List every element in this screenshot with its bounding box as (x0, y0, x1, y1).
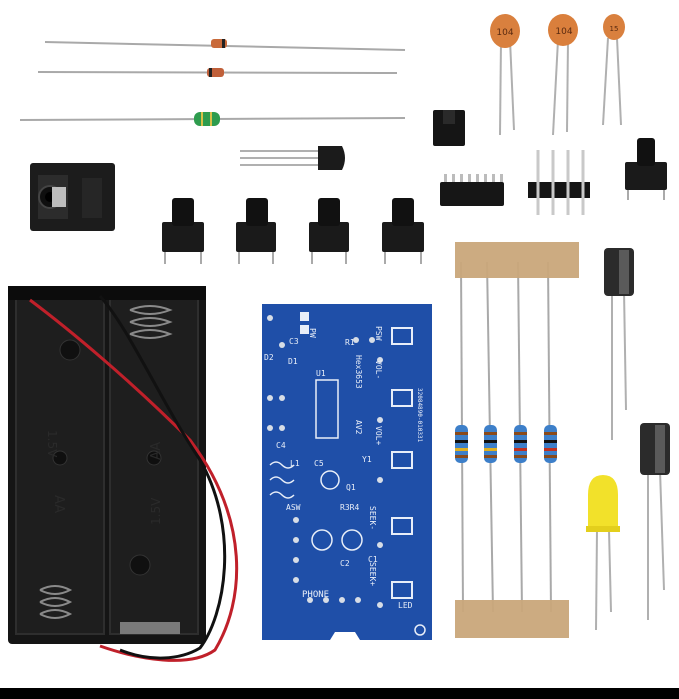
tape-top (455, 242, 579, 278)
diode-1 (44, 39, 406, 51)
battery-wires (29, 295, 239, 662)
pcb-label-r3r4: R3R4 (340, 503, 359, 512)
tactile-button-top (625, 138, 667, 200)
pcb-label-d1: D1 (288, 357, 298, 366)
pcb-label-psw: PSW (374, 326, 383, 341)
pcb-label-u1: U1 (316, 369, 326, 378)
electrolytic-cap-1 (604, 248, 634, 440)
pcb-label-hex: Hex3653 (354, 355, 363, 389)
cap-label-3: 15 (610, 25, 619, 33)
tactile-button-1 (162, 198, 204, 264)
resistor-1 (455, 425, 468, 463)
pcb-label-l1: L1 (290, 459, 300, 468)
pcb-label-seek-plus: SEEK+ (368, 562, 377, 586)
diode-2 (37, 68, 398, 77)
pcb-label-d2: D2 (264, 353, 274, 362)
battery-label-volt-right: 1.5V (149, 497, 163, 525)
inductor (19, 112, 406, 126)
pcb-label-c5: C5 (314, 459, 324, 468)
cap-label-1: 104 (496, 28, 513, 38)
pcb-label-vol-plus: VOL+ (374, 426, 383, 445)
pcb-label-led: LED (398, 601, 413, 610)
battery-holder: AA 1.5V 1.5V AA (8, 286, 206, 644)
electrolytic-cap-2 (640, 423, 670, 620)
pcb-label-asw: ASW (286, 503, 301, 512)
pcb-label-seek-minus: SEEK- (368, 506, 377, 530)
pcb-label-c2: C2 (340, 559, 350, 568)
pcb-label-phone: PHONE (302, 590, 329, 600)
jumper-header (433, 110, 465, 146)
tactile-button-3 (309, 198, 349, 264)
pcb-label-c3: C3 (289, 337, 299, 346)
battery-label-volt-left: 1.5V (45, 430, 59, 458)
pcb-label-q1: Q1 (346, 483, 356, 492)
tape-bottom (455, 600, 569, 638)
battery-label-aa-right: AA (149, 442, 164, 460)
resistor-4 (544, 425, 557, 463)
audio-jack (30, 163, 115, 231)
pcb-label-serial: 32084890-010331 (416, 388, 423, 443)
pcb-label-r1: R1 (345, 338, 355, 347)
led (586, 475, 620, 631)
pcb-label-y1: Y1 (362, 455, 372, 464)
transistor (240, 146, 345, 170)
resistor-2 (484, 425, 497, 463)
pcb-label-c1: C1 (368, 555, 378, 564)
ic-chip (440, 174, 504, 206)
pcb-label-av2: AV2 (354, 420, 363, 435)
pin-header (528, 150, 590, 215)
resistor-set (455, 242, 579, 638)
battery-label-aa-left: AA (51, 495, 66, 513)
ceramic-cap-3: 15 (602, 14, 625, 126)
cap-label-2: 104 (555, 27, 572, 37)
tactile-button-4 (382, 198, 424, 264)
ceramic-cap-2: 104 (548, 14, 578, 136)
pcb-label-vol-minus: VOL- (374, 360, 383, 379)
pcb-label-pw: PW (308, 328, 317, 338)
pcb-label-c4: C4 (276, 441, 286, 450)
pcb-board: PW PSW C3 R1 D1 D2 Hex3653 VOL- U1 C4 AV… (262, 304, 432, 640)
ceramic-cap-1: 104 (490, 14, 520, 136)
resistor-3 (514, 425, 527, 463)
tactile-button-2 (236, 198, 276, 264)
